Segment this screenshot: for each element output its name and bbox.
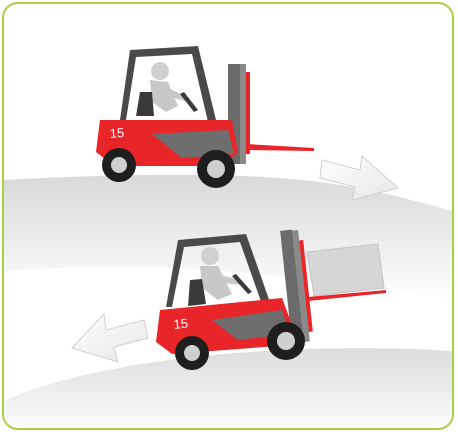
- forklift-bottom-load: [307, 244, 384, 296]
- lower-slope: [4, 348, 454, 430]
- forklift-bottom-badge: 15: [173, 316, 189, 332]
- illustration-card: 15 15: [2, 2, 454, 430]
- forklift-top: 15: [96, 46, 314, 188]
- forklift-top-badge: 15: [109, 125, 124, 141]
- arrow-reverse-icon: [72, 314, 148, 362]
- forklift-slope-illustration: 15 15: [4, 4, 454, 430]
